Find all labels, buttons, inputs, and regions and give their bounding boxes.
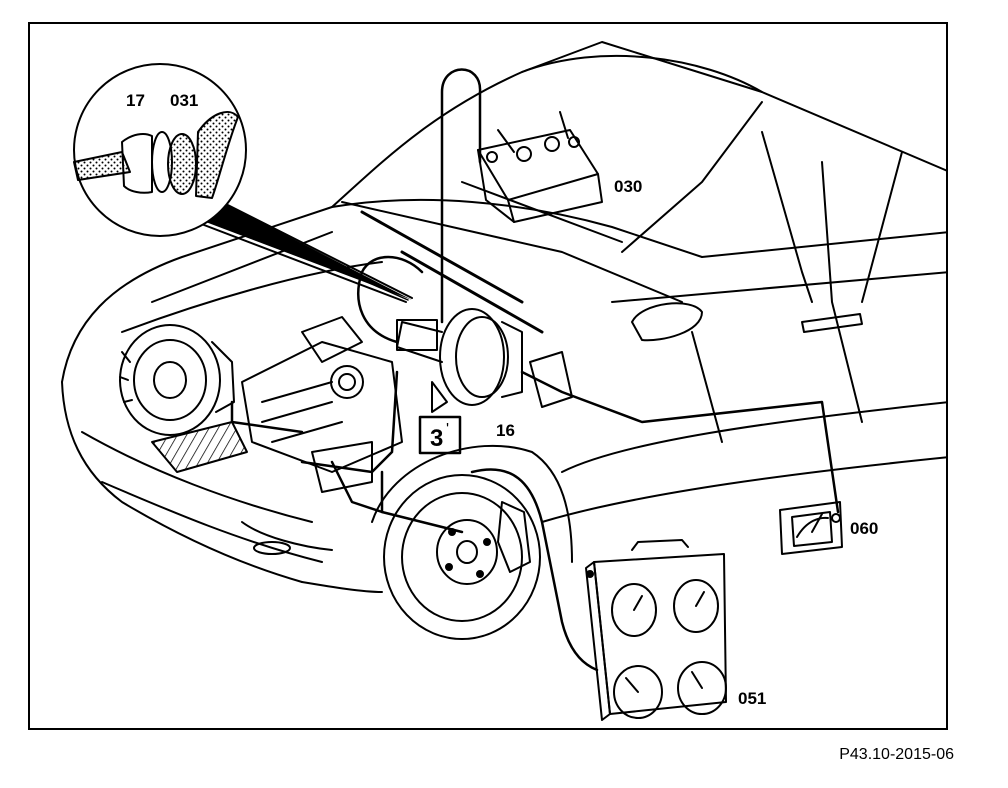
callout-030: 030 (614, 177, 643, 196)
battery (477, 111, 603, 223)
callout-031: 031 (170, 91, 199, 110)
front-brake-disc (383, 474, 541, 640)
illustration-frame: 3 ' (28, 22, 948, 730)
car-body (61, 41, 946, 593)
engine (241, 316, 403, 493)
brake-lines (230, 68, 840, 672)
svg-text:3: 3 (430, 425, 443, 452)
callout-16: 16 (496, 421, 515, 440)
voltmeter (779, 501, 843, 555)
brake-booster (396, 308, 523, 413)
left-brake-disc (119, 324, 235, 436)
callout-060: 060 (850, 519, 879, 538)
control-unit (529, 351, 573, 408)
pressure-tester (585, 539, 727, 721)
detail-magnifier (73, 63, 413, 303)
figure-reference: P43.10-2015-06 (839, 746, 954, 763)
svg-text:': ' (446, 421, 449, 438)
car-brake-test-illustration: 3 ' (61, 41, 946, 721)
callout-17: 17 (126, 91, 145, 110)
callout-051: 051 (738, 689, 767, 708)
pedal-symbol-box: 3 ' (418, 415, 462, 455)
radiator-grille (151, 421, 248, 473)
